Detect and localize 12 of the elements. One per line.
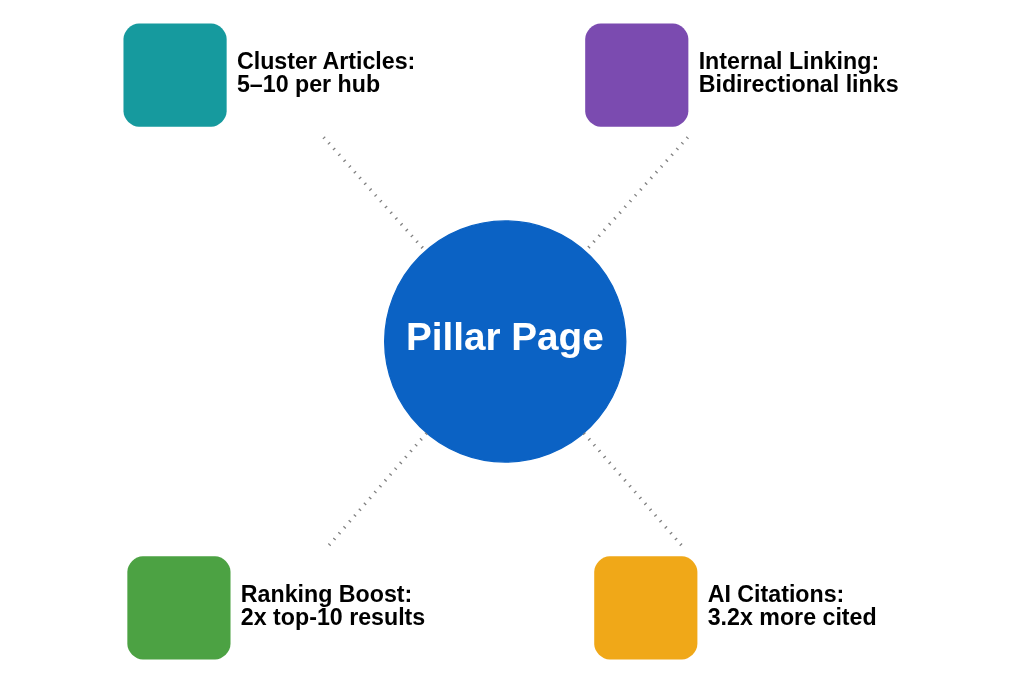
connector — [322, 136, 427, 252]
connector — [582, 432, 684, 547]
node-box — [127, 556, 231, 660]
node-box — [594, 556, 698, 660]
node-label: AI Citations: — [707, 580, 845, 607]
node-label: 3.2x more cited — [707, 604, 877, 631]
node-box — [585, 23, 689, 127]
node-box — [123, 23, 227, 127]
node-circle: Pillar Page — [384, 220, 627, 463]
connector — [327, 432, 428, 547]
node-label: Ranking Boost: — [240, 580, 413, 607]
node-label: Internal Linking: — [698, 48, 880, 75]
